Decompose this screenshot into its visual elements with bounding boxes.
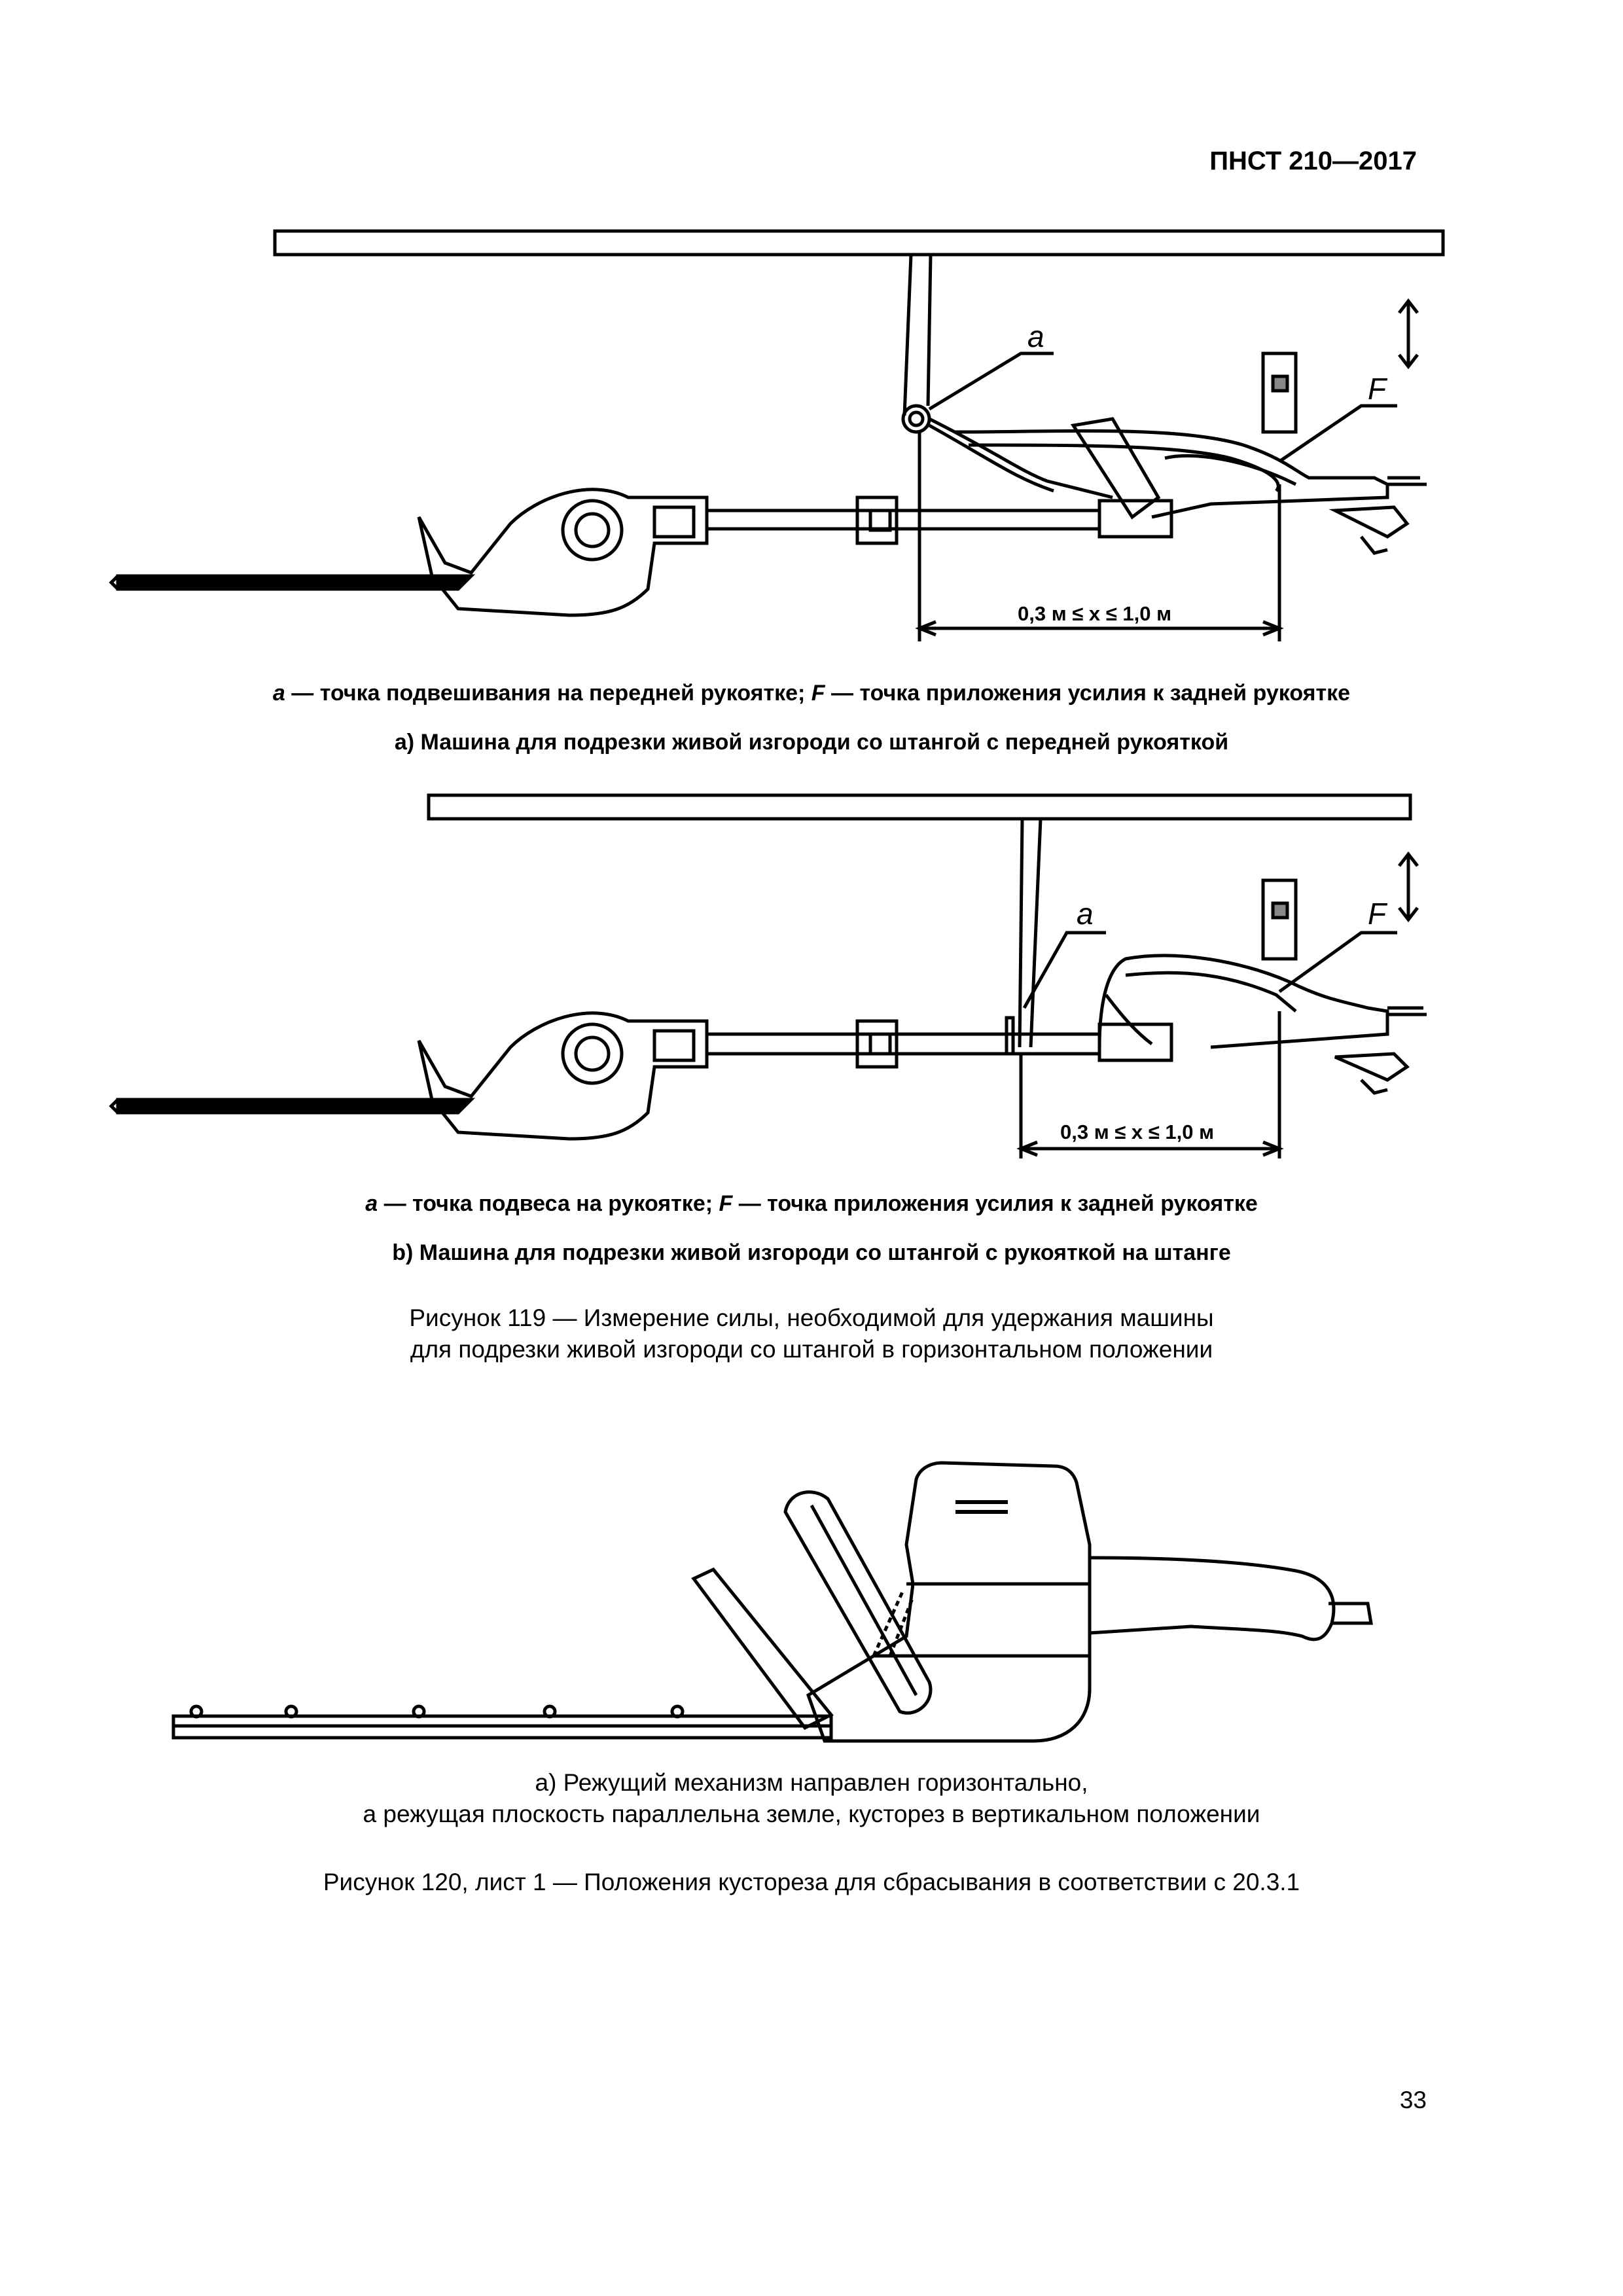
label-a: a	[1077, 897, 1094, 931]
cutting-head	[417, 1011, 709, 1141]
hanger-strap	[902, 254, 933, 416]
load-cell	[1261, 351, 1298, 434]
figure-119-caption: Рисунок 119 — Измерение силы, необходимо…	[409, 1304, 1214, 1363]
page-number: 33	[1399, 2087, 1427, 2113]
label-f: F	[1368, 897, 1388, 931]
figure-119a-legend: a — точка подвешивания на передней рукоя…	[272, 681, 1351, 706]
figure-119b-legend: a — точка подвеса на рукоятке; F — точка…	[365, 1191, 1258, 1216]
figure-119a-subcaption: a) Машина для подрезки живой изгороди со…	[394, 730, 1229, 755]
cutting-head	[417, 488, 709, 617]
front-handle	[783, 1490, 933, 1715]
pole	[707, 1032, 1099, 1056]
blade	[116, 1098, 476, 1115]
front-handle	[928, 417, 1113, 499]
label-f: F	[1368, 372, 1388, 406]
figure-120-drawing	[171, 1461, 1373, 1743]
load-cell	[1261, 878, 1298, 961]
body	[806, 1461, 1092, 1743]
document-id: ПНСТ 210—2017	[1209, 147, 1417, 175]
rear-handle	[955, 429, 1389, 519]
figure-119a-drawing: a F 0,3 м ≤ x ≤ 1,0 м	[109, 229, 1445, 641]
figure-119b-drawing: a F 0,3 м ≤ x ≤ 1,0 м	[109, 793, 1427, 1158]
pole	[707, 509, 1099, 531]
blade-teeth	[189, 1704, 685, 1719]
front-guard	[691, 1567, 834, 1731]
figure-120-caption: Рисунок 120, лист 1 — Положения кусторез…	[323, 1869, 1300, 1895]
figure-120-subcaption: а) Режущий механизм направлен горизонтал…	[363, 1769, 1260, 1827]
ceiling-beam	[273, 229, 1445, 257]
rear-handle	[1097, 954, 1389, 1049]
suspension-point	[901, 404, 931, 434]
ceiling-beam	[427, 793, 1412, 821]
dimension-label: 0,3 м ≤ x ≤ 1,0 м	[1060, 1121, 1214, 1143]
blade	[171, 1714, 833, 1740]
label-a: a	[1027, 319, 1044, 353]
figure-119b-subcaption: b) Машина для подрезки живой изгороди со…	[392, 1240, 1231, 1265]
dimension-label: 0,3 м ≤ x ≤ 1,0 м	[1018, 602, 1171, 625]
blade	[116, 574, 476, 591]
rear-handle	[1089, 1556, 1336, 1641]
hanger-strap	[1018, 818, 1043, 1048]
